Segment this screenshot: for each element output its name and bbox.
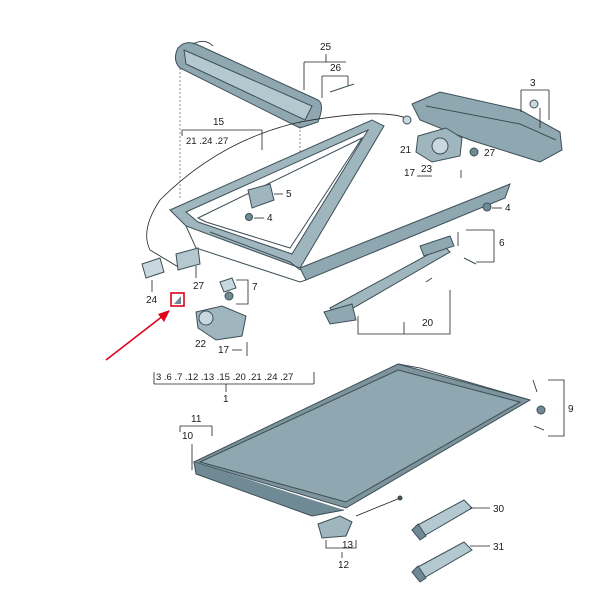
callout-30: 30: [493, 504, 505, 515]
bracket-12-part: [317, 495, 403, 539]
callout-9: 9: [568, 404, 574, 415]
connector-27-part: [175, 247, 201, 271]
clip-7-part: [219, 277, 237, 301]
tube-30-part: [411, 499, 473, 541]
callout-20: 20: [422, 318, 434, 329]
callout-27: 27: [484, 148, 496, 159]
callout-26: 26: [330, 63, 342, 74]
callout-1-list: 3 .6 .7 .12 .13 .15 .20 .21 .24 .27: [156, 372, 293, 383]
callout-4b: 4: [505, 203, 511, 214]
callout-17b: 17: [218, 345, 230, 356]
glass-panel-part: [192, 363, 532, 517]
callout-21: 21: [400, 145, 412, 156]
callout-31: 31: [493, 542, 505, 553]
callout-1: 1: [223, 394, 229, 405]
callout-25: 25: [320, 42, 332, 53]
motor-22-part: [195, 305, 247, 341]
small-clip-part: [329, 83, 355, 93]
screws-9-part: [532, 379, 546, 431]
screw-part: [482, 202, 492, 212]
callout-11: 11: [191, 414, 202, 425]
mechanism-rail-3-part: [411, 91, 563, 163]
callout-15-list: 21 .24 .27: [186, 136, 228, 147]
guide-rail-20-part: [323, 235, 477, 325]
callout-6: 6: [499, 238, 505, 249]
tube-31-part: [411, 541, 473, 583]
callout-10: 10: [182, 431, 194, 442]
callout-12: 12: [338, 560, 350, 571]
callout-24: 24: [146, 295, 158, 306]
callout-22: 22: [195, 339, 207, 350]
callout-17a: 17: [404, 168, 416, 179]
callout-27: 27: [193, 281, 205, 292]
motor-23-part: [415, 127, 463, 163]
connector-24-part: [141, 257, 165, 279]
connector-plug-highlighted[interactable]: [170, 292, 185, 307]
nut-part: [469, 147, 479, 157]
drain-cable-part: [146, 113, 407, 269]
screw-part: [245, 213, 253, 221]
callout-15: 15: [213, 117, 225, 128]
callout-23: 23: [421, 164, 433, 175]
callout-5: 5: [286, 189, 292, 200]
callout-4a: 4: [267, 213, 273, 224]
wind-deflector-part: [174, 40, 322, 129]
red-pointer-arrow-icon: [105, 310, 170, 361]
callout-3: 3: [530, 78, 536, 89]
callout-13: 13: [342, 540, 354, 551]
callout-7: 7: [252, 282, 258, 293]
bracket-5-part: [247, 183, 275, 209]
